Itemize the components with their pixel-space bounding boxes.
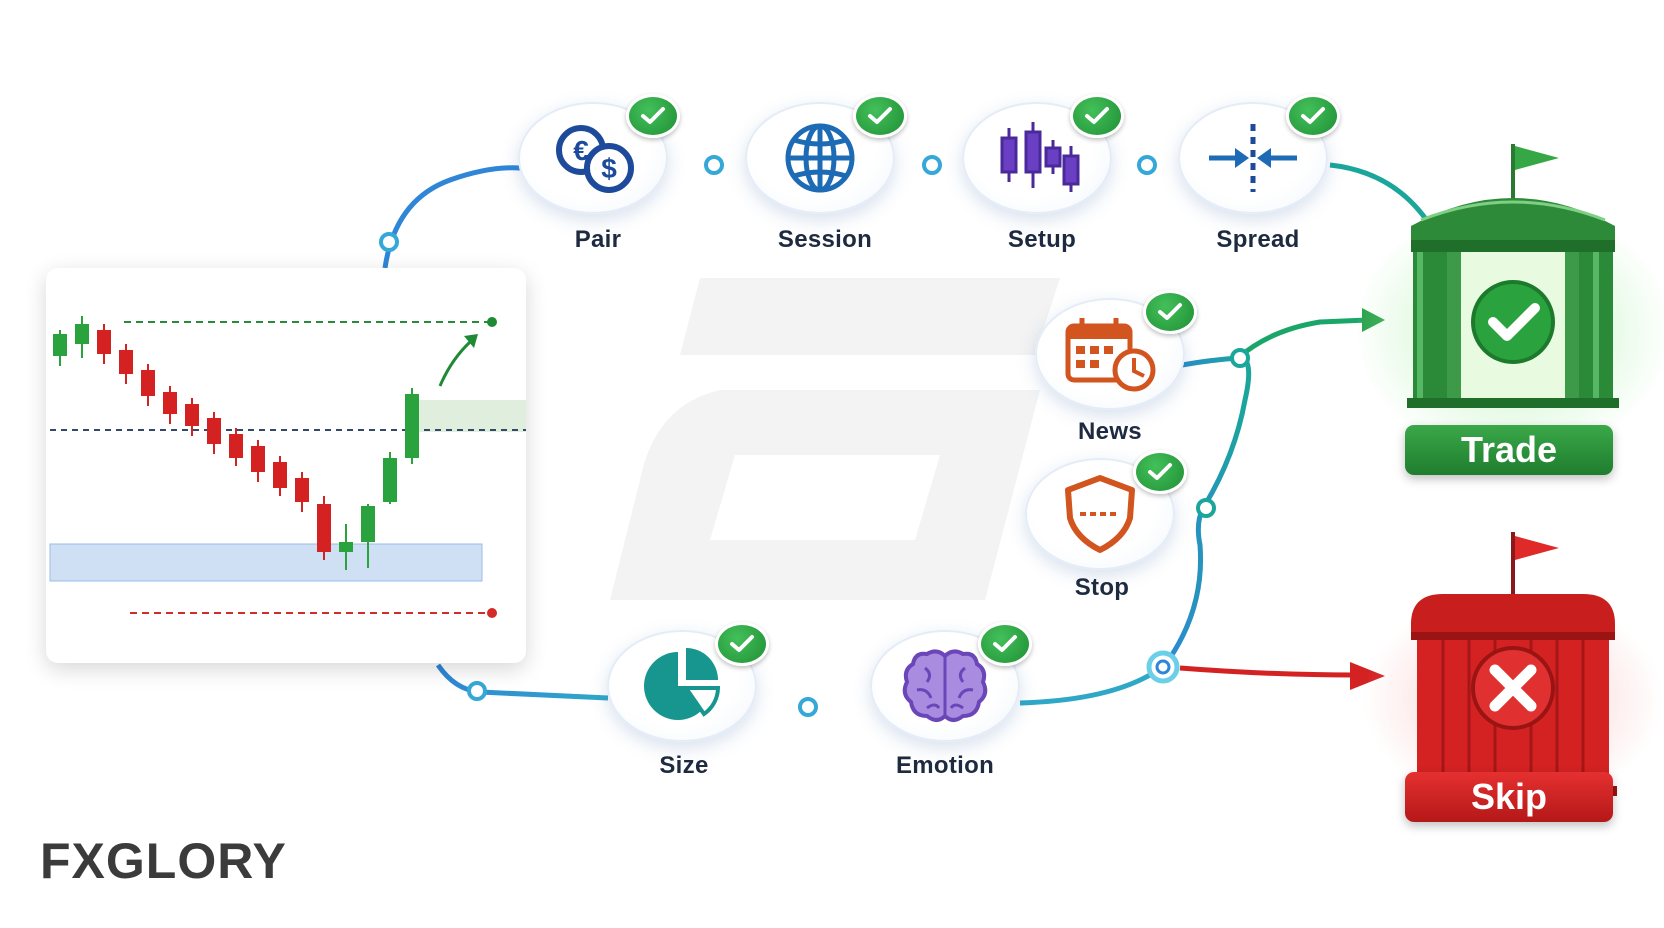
step-spread-node[interactable] xyxy=(1178,94,1340,214)
step-size-node[interactable] xyxy=(607,622,769,742)
candle-body xyxy=(339,542,353,552)
spread-arrows-icon xyxy=(1209,124,1297,192)
check-icon xyxy=(1133,450,1187,494)
candle-body xyxy=(185,404,199,426)
stop-loss-dot xyxy=(487,608,497,618)
check-icon xyxy=(1286,94,1340,138)
pie-chart-icon xyxy=(644,648,721,720)
step-news-label: News xyxy=(1078,418,1142,445)
step-pair-label: Pair xyxy=(574,226,622,253)
brand-logo: FXGLORY xyxy=(40,833,287,889)
trade-outcome-button[interactable]: Trade xyxy=(1405,425,1613,475)
take-profit-dot xyxy=(487,317,497,327)
candle-body xyxy=(119,350,133,374)
candle-body xyxy=(405,394,419,458)
red-door-x-icon xyxy=(1409,532,1617,796)
step-setup-label: Setup xyxy=(1007,226,1077,253)
svg-text:$: $ xyxy=(601,153,617,184)
currency-exchange-icon: € $ xyxy=(556,125,634,193)
target-zone xyxy=(414,400,526,432)
shield-icon xyxy=(1065,475,1135,553)
svg-text:€: € xyxy=(573,135,589,166)
step-session-label: Session xyxy=(777,226,873,253)
candle-body xyxy=(207,418,221,444)
step-news-node[interactable] xyxy=(1035,290,1197,410)
check-icon xyxy=(978,622,1032,666)
candle-body xyxy=(317,504,331,552)
candle-body xyxy=(141,370,155,396)
candle-body xyxy=(295,478,309,502)
globe-icon xyxy=(785,123,855,193)
candle-body xyxy=(251,446,265,472)
step-emotion-node[interactable] xyxy=(870,622,1032,742)
green-gate-check-icon xyxy=(1407,144,1619,408)
check-icon xyxy=(1143,290,1197,334)
check-icon xyxy=(1070,94,1124,138)
candle-body xyxy=(75,324,89,344)
step-stop-node[interactable] xyxy=(1025,450,1187,570)
brain-icon xyxy=(902,649,988,722)
upward-arrow xyxy=(438,340,472,387)
candle-body xyxy=(273,462,287,488)
step-size-label: Size xyxy=(659,752,709,779)
watermark-logo xyxy=(610,278,1060,600)
step-stop-label: Stop xyxy=(1074,574,1130,601)
candlestick-chart xyxy=(49,316,526,618)
step-setup-node[interactable] xyxy=(962,94,1124,214)
candle-body xyxy=(383,458,397,502)
check-icon xyxy=(626,94,680,138)
price-chart-card xyxy=(46,268,526,663)
demand-zone xyxy=(49,543,483,582)
step-session-node[interactable] xyxy=(745,94,907,214)
candle-body xyxy=(97,330,111,354)
connector-dots xyxy=(379,155,1250,717)
check-icon xyxy=(715,622,769,666)
check-icon xyxy=(853,94,907,138)
calendar-clock-icon xyxy=(1065,318,1156,392)
step-pair-node[interactable]: € $ xyxy=(518,94,680,214)
candle-body xyxy=(53,334,67,356)
skip-outcome-button[interactable]: Skip xyxy=(1405,772,1613,822)
candle-body xyxy=(229,434,243,458)
candle-body xyxy=(361,506,375,542)
candlestick-icon xyxy=(1000,122,1080,192)
step-spread-label: Spread xyxy=(1216,226,1300,253)
candle-body xyxy=(163,392,177,414)
step-emotion-label: Emotion xyxy=(895,752,995,779)
